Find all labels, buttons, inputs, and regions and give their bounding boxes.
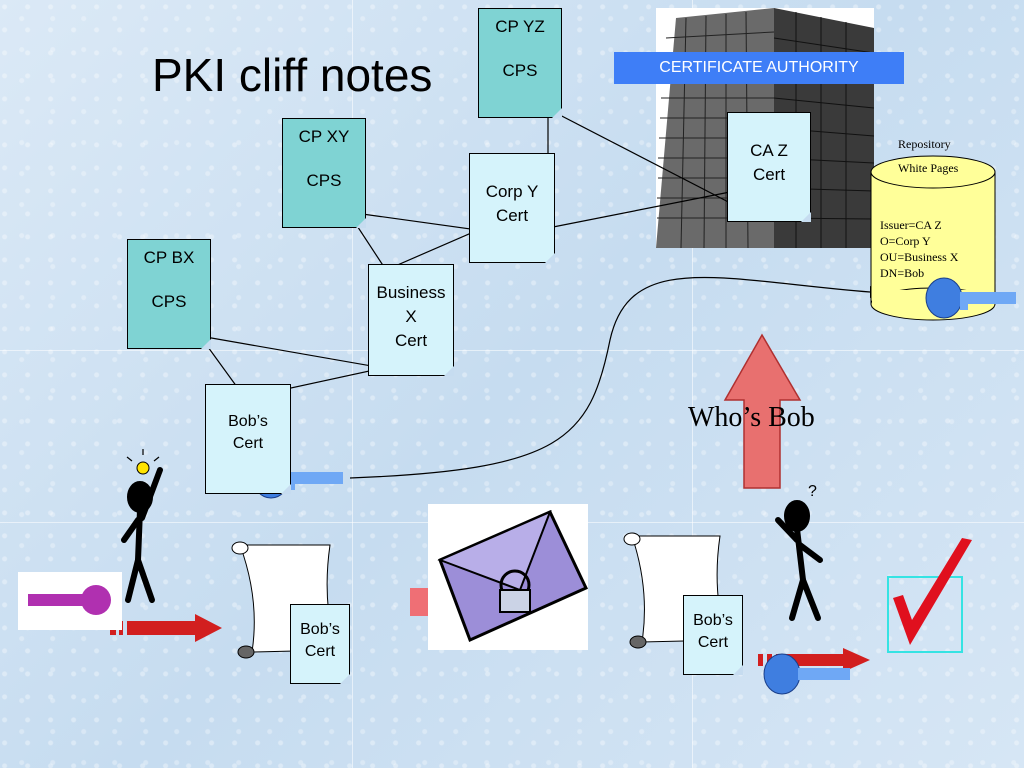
repo-entry-dn: DN=Bob <box>880 266 925 280</box>
scroll-left-cert-doc: Bob’s Cert <box>290 604 350 684</box>
purple-key-image <box>18 572 122 630</box>
page-fold <box>801 212 811 222</box>
doc-line: Cert <box>495 205 529 225</box>
connector-line <box>553 111 741 209</box>
background-gridline <box>352 0 353 768</box>
doc-line: CPS <box>306 170 342 190</box>
repo-entry-ou: OU=Business X <box>880 250 959 264</box>
doc-line: Cert <box>697 634 729 652</box>
checkmark-icon <box>887 538 972 653</box>
doc-line: Bob’s <box>300 621 340 638</box>
ca-z-cert-doc: CA Z Cert <box>727 112 811 222</box>
doc-line: CPS <box>151 291 187 311</box>
doc-line: Business <box>376 283 446 302</box>
page-fold <box>444 366 454 376</box>
right-arrow-left <box>110 614 222 642</box>
doc-line: Cert <box>304 643 336 661</box>
key-icon <box>763 653 850 695</box>
page-fold <box>281 484 291 494</box>
white-pages-label: White Pages <box>898 161 959 175</box>
stick-figure-confused <box>775 500 823 621</box>
stick-figure-idea <box>121 467 163 603</box>
doc-line: Cert <box>752 164 786 184</box>
page-fold <box>552 108 562 118</box>
cp-xy-doc: CP XY CPS <box>282 118 366 228</box>
page-fold <box>733 665 743 675</box>
page-fold <box>340 674 350 684</box>
up-arrow <box>723 333 802 489</box>
lightbulb-icon <box>126 449 160 475</box>
bobs-cert-doc: Bob’s Cert <box>205 384 291 494</box>
connector-line <box>199 335 384 399</box>
corp-y-cert-doc: Corp Y Cert <box>469 153 555 263</box>
doc-line: Bob’s <box>693 612 733 629</box>
doc-line: Corp Y <box>485 182 539 201</box>
whos-bob-question: Who’s Bob <box>688 402 815 433</box>
envelope-lock-image <box>428 504 589 650</box>
connector-curve <box>349 276 871 479</box>
doc-line: Cert <box>232 435 264 453</box>
repo-entry-issuer: Issuer=CA Z <box>880 218 942 232</box>
repository-label: Repository <box>898 137 951 151</box>
doc-line: Cert <box>394 330 428 350</box>
page-fold <box>545 253 555 263</box>
doc-line: CP YZ <box>495 17 545 36</box>
doc-line: CA Z <box>750 141 788 160</box>
repo-entry-o: O=Corp Y <box>880 234 931 248</box>
cp-yz-doc: CP YZ CPS <box>478 8 562 118</box>
doc-line: CP BX <box>143 248 195 267</box>
background-gridline <box>0 350 1024 351</box>
connector-line <box>347 211 481 271</box>
doc-line: CPS <box>502 60 538 80</box>
certificate-authority-banner: CERTIFICATE AUTHORITY <box>614 52 904 84</box>
page-fold <box>201 339 211 349</box>
key-icon <box>925 277 1016 319</box>
scroll-right-cert-doc: Bob’s Cert <box>683 595 743 675</box>
question-mark-icon: ? <box>808 483 817 500</box>
background-gridline <box>692 0 693 768</box>
doc-line: CP XY <box>298 127 350 146</box>
cp-bx-doc: CP BX CPS <box>127 239 211 349</box>
doc-line: Bob’s <box>228 413 268 430</box>
doc-line: X <box>405 306 417 326</box>
slide-title: PKI cliff notes <box>152 49 433 101</box>
page-fold <box>356 218 366 228</box>
business-x-cert-doc: Business X Cert <box>368 264 454 376</box>
connector-line <box>547 191 731 229</box>
